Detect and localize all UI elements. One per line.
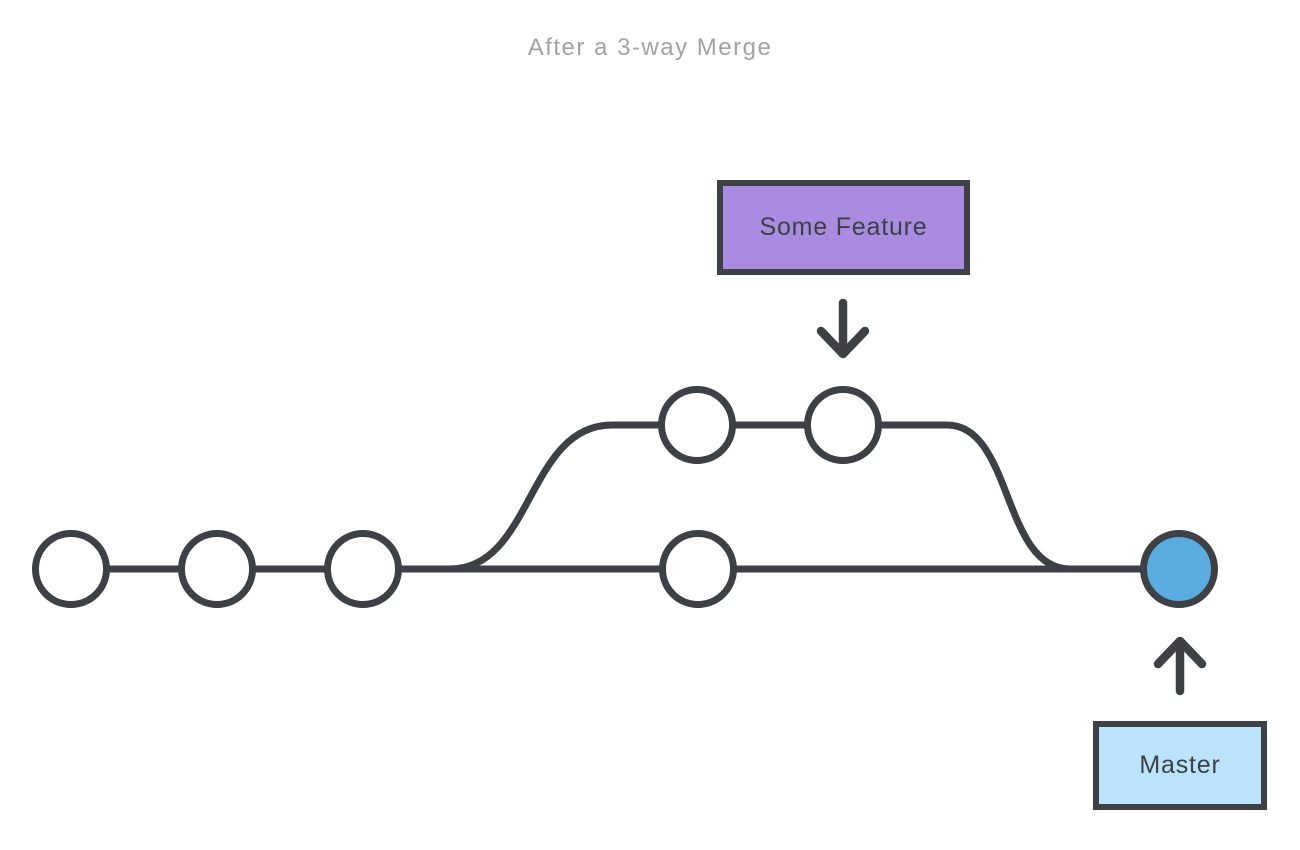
commit-node-feature-1 bbox=[658, 386, 736, 464]
commit-node-feature-2 bbox=[804, 386, 882, 464]
commit-node-master-1 bbox=[32, 530, 110, 608]
arrow-down-icon bbox=[816, 298, 870, 359]
commit-node-master-4 bbox=[659, 530, 737, 608]
feature-branch-label-box: Some Feature bbox=[717, 180, 970, 275]
diagram-title: After a 3-way Merge bbox=[527, 34, 773, 61]
merge-commit-node bbox=[1140, 530, 1218, 608]
arrow-up-icon bbox=[1153, 636, 1207, 696]
master-branch-label: Master bbox=[1139, 751, 1221, 779]
commit-node-master-2 bbox=[178, 530, 256, 608]
feature-branch-line bbox=[449, 421, 1071, 573]
commit-node-master-3 bbox=[324, 530, 402, 608]
master-branch-label-box: Master bbox=[1093, 721, 1267, 810]
feature-branch-label: Some Feature bbox=[759, 213, 928, 241]
